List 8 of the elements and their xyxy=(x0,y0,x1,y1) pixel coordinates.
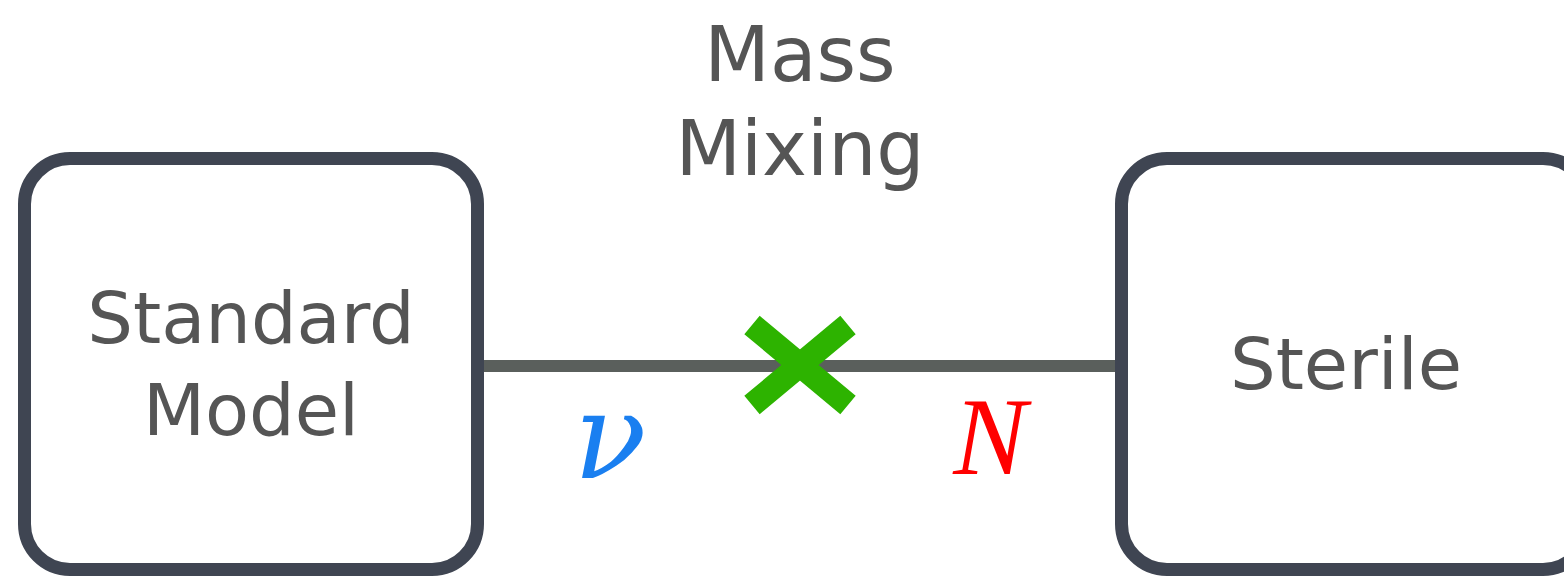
node-label: Standard Model xyxy=(86,275,416,454)
neutrino-symbol: ν xyxy=(572,372,648,502)
rounded-box xyxy=(1115,152,1564,576)
connector-line xyxy=(484,360,1115,372)
node-label: Sterile xyxy=(1229,321,1463,408)
sterile-neutrino-symbol: N xyxy=(920,372,1060,502)
heading-label: Mass Mixing xyxy=(674,9,926,195)
rounded-box xyxy=(18,152,484,576)
